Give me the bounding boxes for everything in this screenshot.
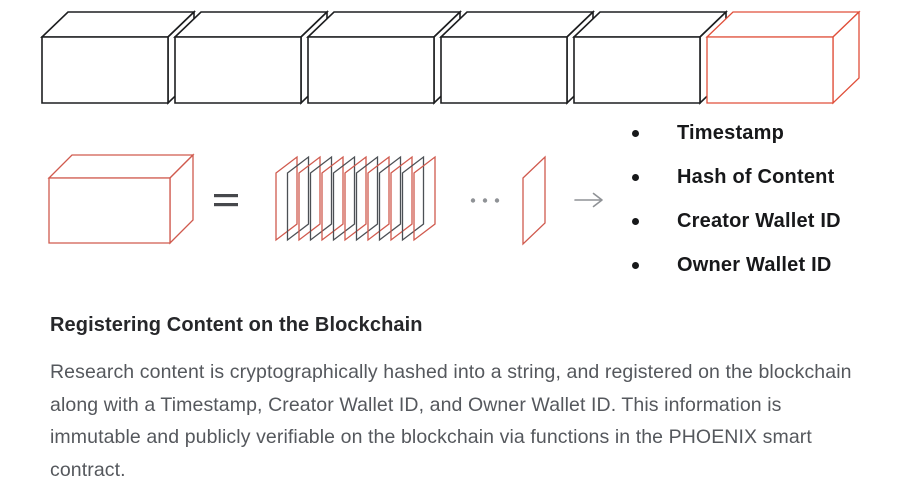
list-item: Timestamp bbox=[622, 119, 841, 147]
bullet-icon bbox=[632, 129, 639, 137]
hash-sheet bbox=[367, 155, 390, 242]
chain-block bbox=[40, 10, 196, 105]
chain-block bbox=[439, 10, 595, 105]
bullet-icon bbox=[632, 261, 639, 269]
section-body: Research content is cryptographically ha… bbox=[50, 361, 852, 481]
blockchain-chain bbox=[40, 10, 861, 105]
single-hash-sheet bbox=[522, 155, 546, 246]
bullet-label: Creator Wallet ID bbox=[677, 209, 841, 232]
hash-sheet bbox=[275, 155, 298, 242]
equals-icon bbox=[214, 194, 238, 207]
bullet-label: Timestamp bbox=[677, 121, 785, 144]
content-block bbox=[47, 153, 195, 245]
hash-sheet bbox=[378, 155, 402, 242]
list-item: Owner Wallet ID bbox=[622, 251, 841, 279]
hash-sheet bbox=[401, 155, 425, 242]
chain-block bbox=[306, 10, 462, 105]
bullet-label: Owner Wallet ID bbox=[677, 253, 832, 276]
list-item: Creator Wallet ID bbox=[622, 207, 841, 235]
right-arrow-icon bbox=[574, 192, 603, 208]
hash-sheet-stack bbox=[275, 155, 436, 242]
hash-sheet bbox=[309, 155, 333, 242]
highlighted-block bbox=[705, 10, 861, 105]
blockchain-diagram bbox=[40, 10, 861, 246]
chain-block bbox=[572, 10, 728, 105]
hash-sheet bbox=[321, 155, 344, 242]
hash-sheet bbox=[286, 155, 310, 242]
chain-block bbox=[173, 10, 329, 105]
hash-sheet bbox=[332, 155, 356, 242]
hash-sheet bbox=[298, 155, 321, 242]
section-heading: Registering Content on the Blockchain bbox=[50, 314, 423, 336]
hash-sheet bbox=[413, 155, 436, 242]
hash-sheet bbox=[344, 155, 367, 242]
hash-sheet bbox=[390, 155, 413, 242]
hash-sheet bbox=[355, 155, 379, 242]
bullet-icon bbox=[632, 173, 639, 181]
ellipsis-icon bbox=[470, 198, 500, 203]
bullet-label: Hash of Content bbox=[677, 165, 835, 188]
list-item: Hash of Content bbox=[622, 163, 841, 191]
bullet-icon bbox=[632, 217, 639, 225]
